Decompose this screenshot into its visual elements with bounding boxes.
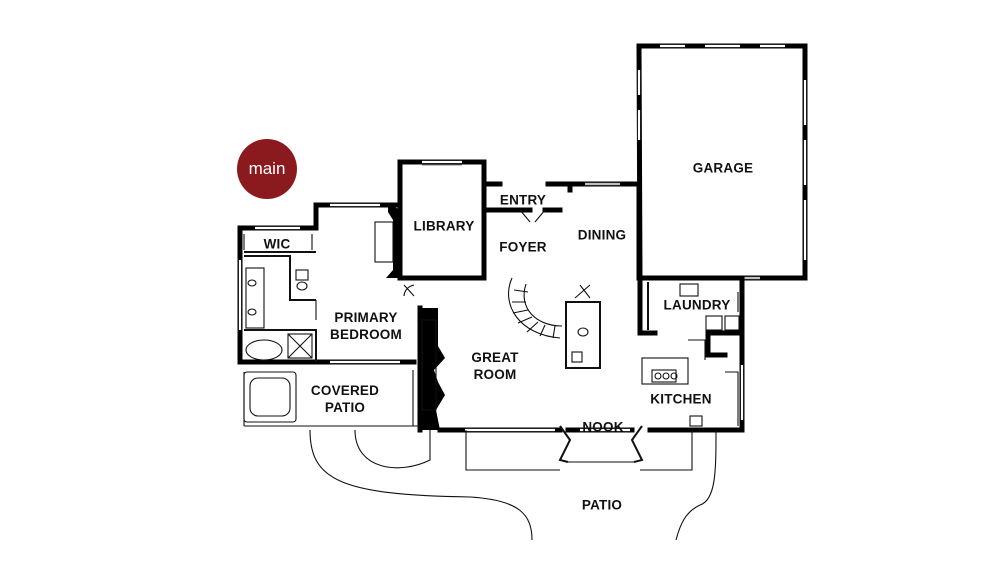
room-label-primary-bedroom: PRIMARY BEDROOM: [330, 310, 402, 342]
room-label-nook: NOOK: [582, 419, 624, 435]
house-walls: [237, 159, 745, 433]
room-label-garage: GARAGE: [692, 160, 754, 176]
room-label-foyer: FOYER: [499, 239, 547, 255]
level-badge: main: [237, 139, 297, 199]
room-label-laundry: LAUNDRY: [663, 297, 731, 313]
room-label-wic: WIC: [263, 236, 291, 252]
room-label-kitchen: KITCHEN: [650, 391, 712, 407]
room-label-dining: DINING: [577, 227, 627, 243]
room-label-library: LIBRARY: [413, 218, 475, 234]
room-label-patio: PATIO: [581, 497, 623, 513]
room-label-great-room: GREAT ROOM: [471, 350, 519, 382]
room-label-covered-patio: COVERED PATIO: [310, 383, 380, 415]
fireplace: [374, 203, 445, 430]
room-label-entry: ENTRY: [499, 192, 547, 208]
interior-details: [243, 209, 740, 541]
